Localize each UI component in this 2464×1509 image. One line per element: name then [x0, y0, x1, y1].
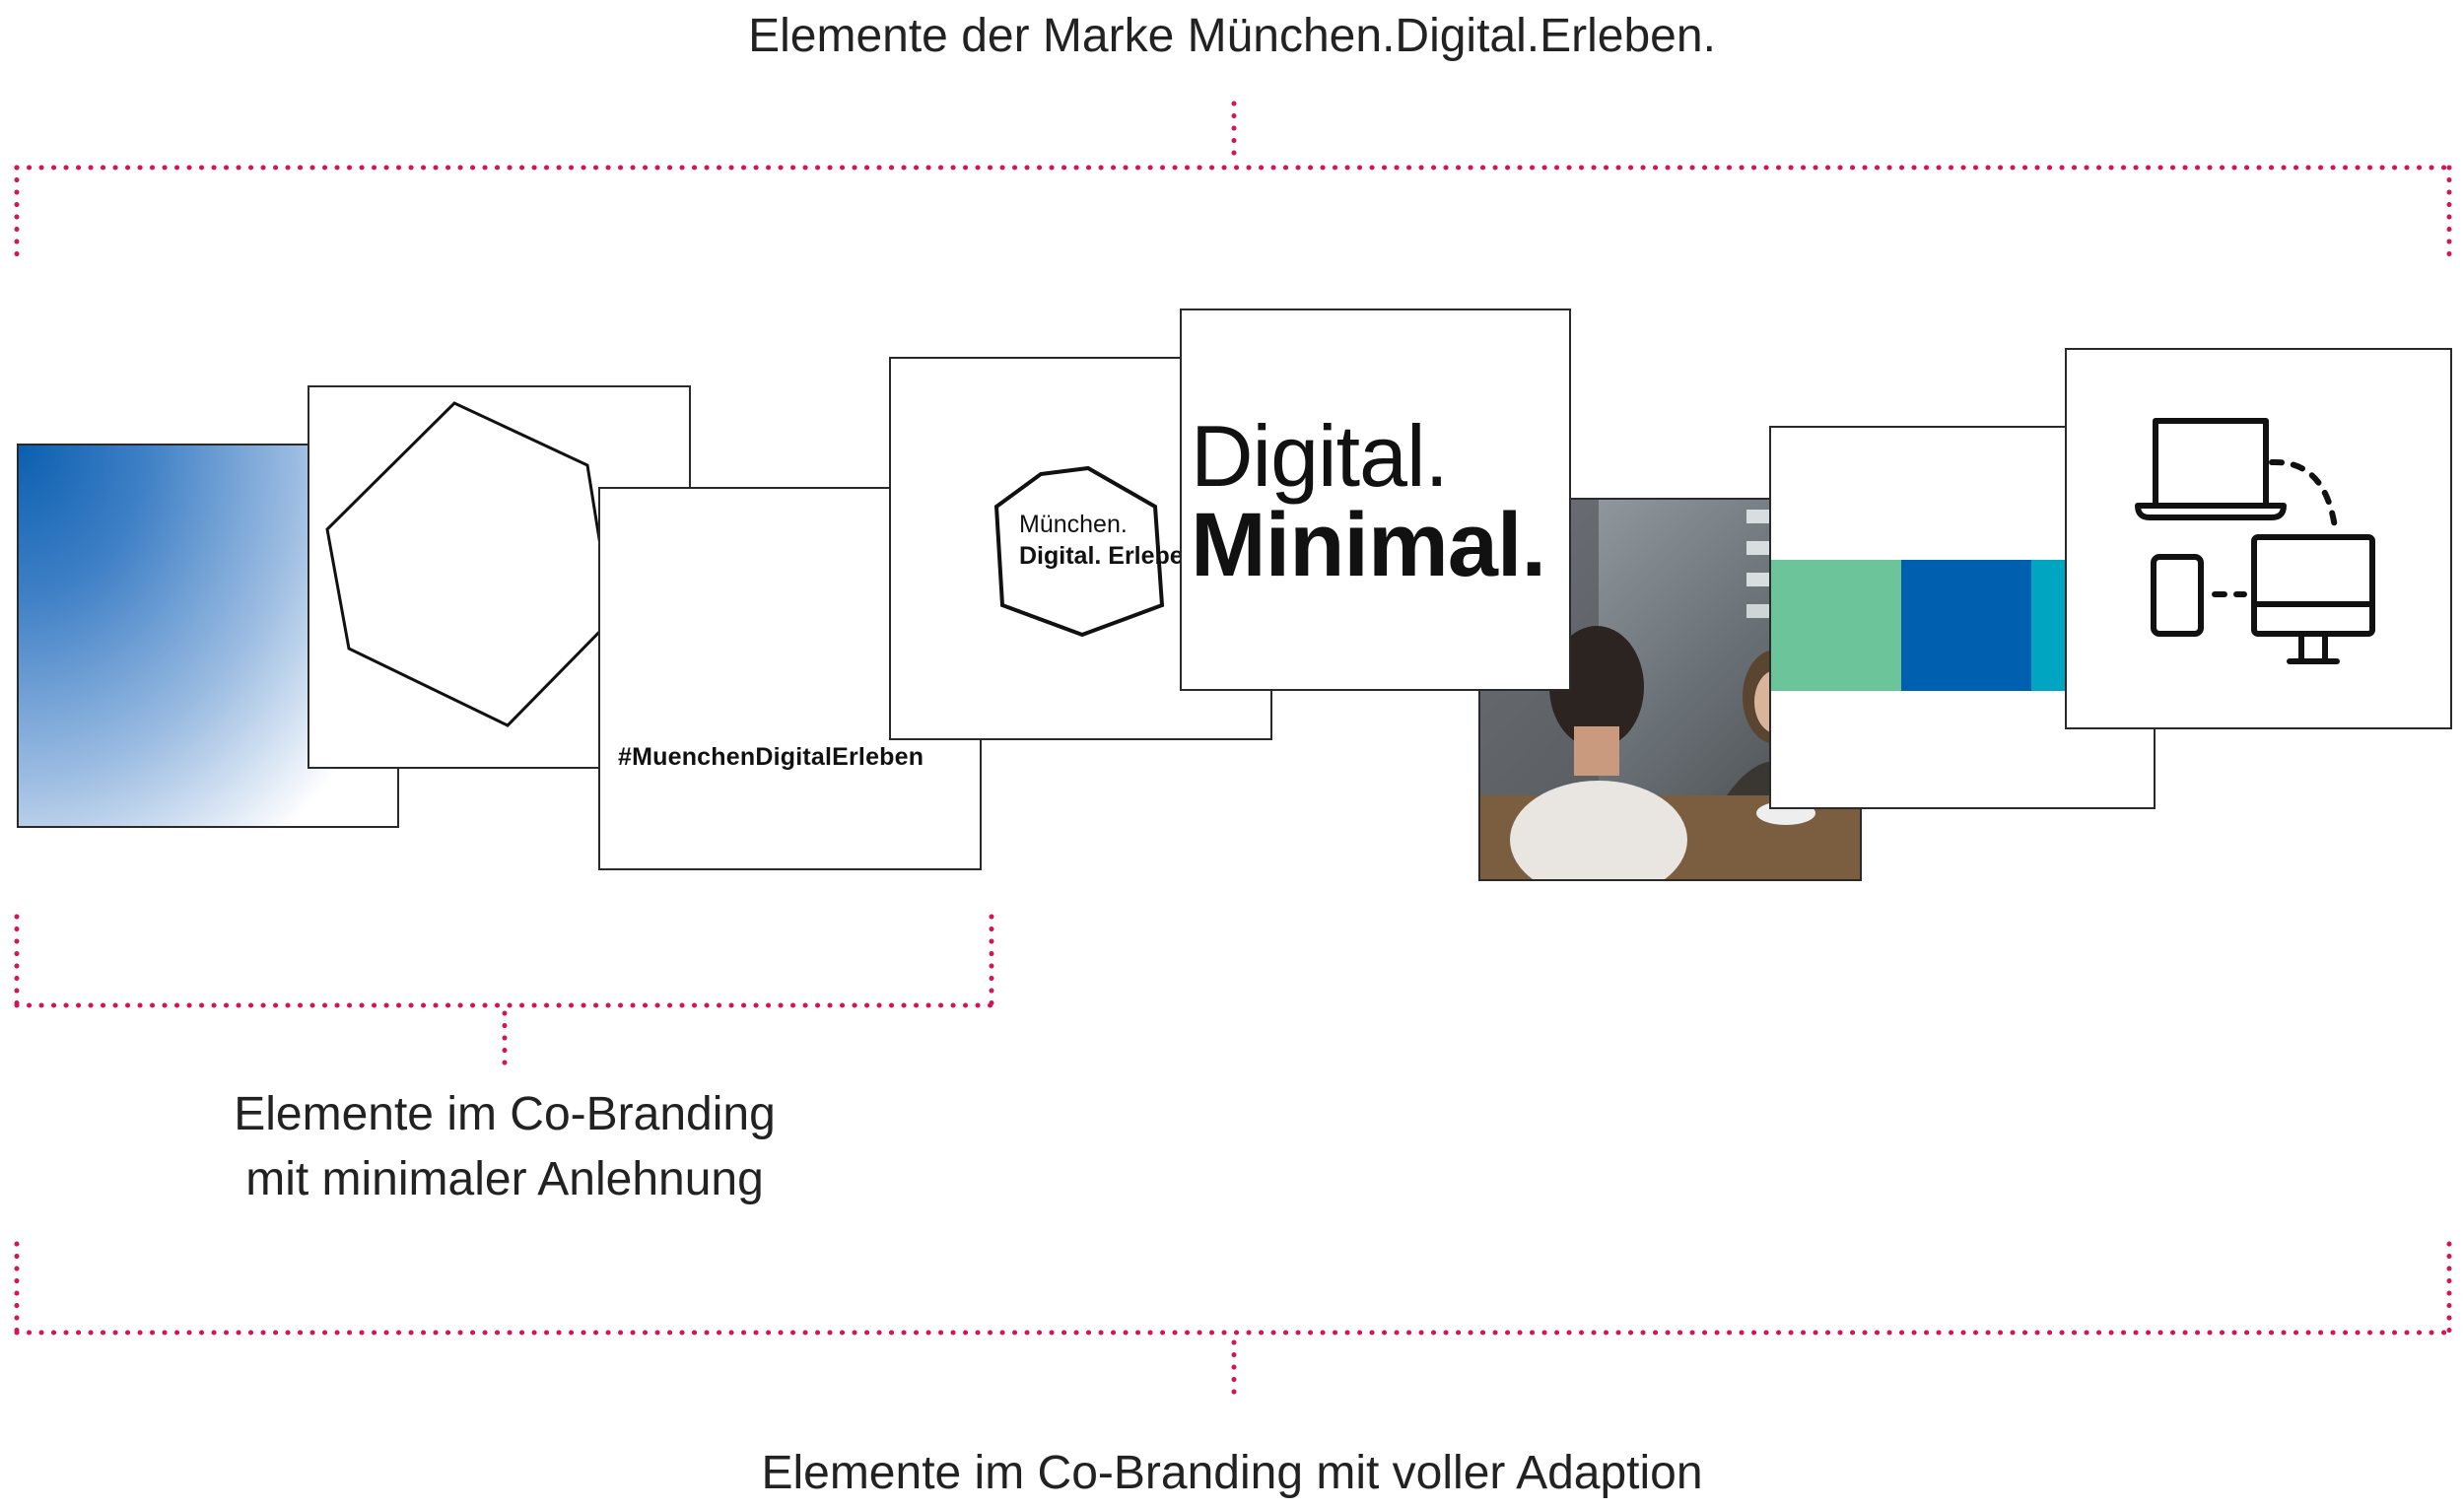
- caption-minimal-line2: mit minimaler Anlehnung: [245, 1153, 764, 1205]
- device-icons: [2135, 418, 2375, 664]
- logo-text-line1: München.: [1019, 511, 1128, 538]
- smartphone-icon: [2151, 554, 2204, 637]
- device-icons-tile: [2065, 348, 2452, 729]
- connection-dashes: [2269, 458, 2338, 530]
- wordmark-tile: Digital. Minimal.: [1180, 309, 1571, 691]
- caption-minimal-cobranding: Elemente im Co-Branding mit minimaler An…: [158, 1082, 852, 1212]
- hashtag-text: #MuenchenDigitalErleben: [618, 743, 924, 771]
- laptop-icon: [2135, 418, 2287, 520]
- caption-brand-elements: Elemente der Marke München.Digital.Erleb…: [748, 10, 1716, 62]
- monitor-icon: [2251, 534, 2375, 664]
- caption-minimal-line1: Elemente im Co-Branding: [234, 1088, 776, 1140]
- logo-text-line2: Digital. Erleben.: [1019, 542, 1205, 570]
- swatch-green: [1771, 560, 1901, 691]
- wordmark-digital: Digital.: [1191, 407, 1449, 505]
- caption-full-adaption: Elemente im Co-Branding mit voller Adapt…: [761, 1447, 1703, 1499]
- wordmark-minimal: Minimal.: [1191, 495, 1546, 595]
- hexagon-outline-icon: [325, 401, 614, 727]
- logo-hexagon-icon: [993, 465, 1165, 638]
- swatch-blue: [1901, 560, 2031, 691]
